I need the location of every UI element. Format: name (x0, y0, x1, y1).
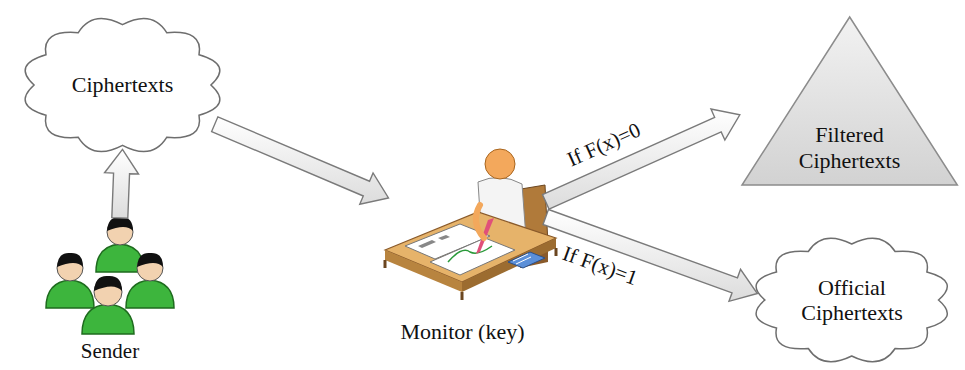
text-box: Official Ciphertexts (751, 235, 952, 365)
block-arrow (542, 109, 739, 209)
cloud-node: Official Ciphertexts (751, 235, 952, 365)
node-label: Sender (81, 339, 139, 363)
node-label: Filtered Ciphertexts (789, 122, 909, 173)
text-box: Ciphertexts (20, 15, 225, 155)
node-label: Official Ciphertexts (789, 275, 914, 326)
block-arrow (543, 209, 757, 301)
cloud-shape (756, 238, 947, 361)
sender-node: Sender (40, 215, 180, 365)
condition-label: If F(x)=1 (559, 241, 641, 291)
text-box: Filtered Ciphertexts (740, 15, 959, 187)
block-arrow (105, 149, 139, 218)
cloud-node: Ciphertexts (20, 15, 225, 155)
triangle-node: Filtered Ciphertexts (740, 15, 959, 187)
block-arrow (212, 117, 389, 204)
monitor-illustration (385, 149, 556, 300)
node-label: Monitor (key) (400, 319, 524, 344)
monitor-node: Monitor (key) (370, 160, 555, 350)
cloud-shape (25, 19, 220, 152)
node-label: Ciphertexts (72, 72, 173, 97)
condition-label: If F(x)=0 (564, 118, 645, 173)
text-box: Sender (40, 215, 180, 365)
people-icon (46, 217, 174, 334)
text-box: Monitor (key) (370, 160, 555, 350)
triangle-shape (742, 17, 957, 185)
